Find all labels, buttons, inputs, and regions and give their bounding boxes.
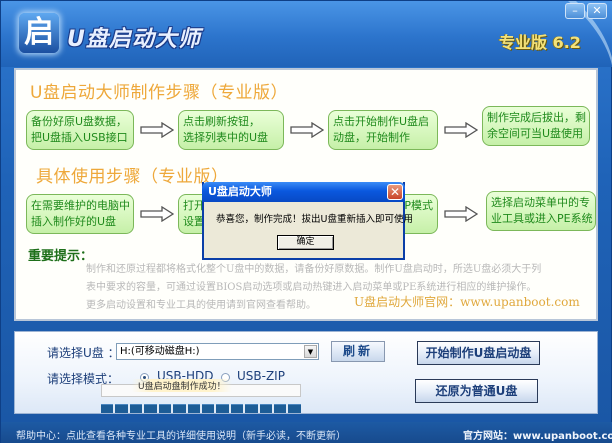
dialog-titlebar[interactable]: U盘启动大师 ✕ [202, 182, 405, 202]
tips-title: 重要提示： [28, 249, 94, 264]
footer-bar: 帮助中心：点此查看各种专业工具的详细使用说明（新手必读，不断更新） 官方网站：w… [1, 422, 612, 443]
use-step-1: 在需要维护的电脑中 插入制作好的U盘 [26, 194, 134, 234]
make-step-3: 点击开始制作U盘启 动盘，开始制作 [328, 110, 438, 150]
drive-select[interactable]: H:(可移动磁盘H:) ▼ [116, 343, 319, 360]
use-step-4: 选择启动菜单中的专 业工具或进入PE系统 [486, 191, 596, 231]
control-panel: 请选择U盘 ： H:(可移动磁盘H:) ▼ 刷新 请选择模式： USB-HDD … [14, 331, 598, 414]
tips-line: 表中要求的容量，可通过设置BIOS启动选项或启动热键进入启动菜单或PE系统进行相… [86, 282, 537, 293]
refresh-button[interactable]: 刷新 [331, 341, 385, 362]
make-step-1: 备份好原U盘数据， 把U盘插入USB接口 [26, 110, 134, 150]
arrow-right-icon [444, 122, 478, 138]
arrow-right-icon [140, 122, 174, 138]
close-button[interactable]: ✕ [587, 3, 607, 19]
dialog-title: U盘启动大师 [208, 185, 272, 198]
make-step-2: 点击刷新按钮， 选择列表中的U盘 [178, 110, 284, 150]
header-banner: 启 U盘启动大师 专业版 6.2 – ✕ [1, 1, 612, 67]
mode-label: 请选择模式： [47, 372, 120, 386]
progress-bar [101, 404, 301, 413]
official-site-footer-link[interactable]: 官方网站：www.upanboot.com [463, 431, 612, 442]
app-logo-icon: 启 [19, 13, 59, 53]
start-make-button[interactable]: 开始制作U盘启动盘 [417, 341, 540, 365]
restore-button[interactable]: 还原为普通U盘 [415, 379, 538, 403]
arrow-right-icon [140, 206, 174, 222]
ok-button[interactable]: 确定 [277, 235, 334, 250]
app-title: U盘启动大师 [67, 27, 201, 52]
status-box: U盘启动盘制作成功！ [101, 379, 301, 397]
instructions-panel: U盘启动大师制作步骤（专业版） 备份好原U盘数据， 把U盘插入USB接口 点击刷… [14, 68, 598, 321]
status-text: U盘启动盘制作成功！ [132, 379, 232, 392]
make-step-4: 制作完成后拔出，剩 余空间可当U盘使用 [482, 106, 590, 146]
make-steps-title: U盘启动大师制作步骤（专业版） [30, 83, 288, 103]
tips-line: 更多启动设置和专业工具的使用请到官网查看帮助。 [86, 300, 316, 311]
dialog-close-icon[interactable]: ✕ [387, 184, 403, 200]
minimize-button[interactable]: – [565, 3, 585, 19]
tips-line: 制作和还原过程都将格式化整个U盘中的数据，请备份好原数据。制作U盘启动时，所选U… [86, 264, 542, 275]
success-dialog: U盘启动大师 ✕ 恭喜您，制作完成！拔出U盘重新插入即可使用 确定 [202, 182, 413, 260]
dialog-message: 恭喜您，制作完成！拔出U盘重新插入即可使用 [216, 214, 413, 225]
radio-usb-zip-label[interactable]: USB-ZIP [237, 369, 285, 383]
drive-label: 请选择U盘 ： [47, 346, 120, 360]
official-site-link[interactable]: U盘启动大师官网：www.upanboot.com [354, 295, 580, 309]
drive-select-value: H:(可移动磁盘H:) [120, 346, 200, 357]
use-steps-title: 具体使用步骤（专业版） [36, 167, 229, 187]
arrow-right-icon [444, 206, 478, 222]
version-label: 专业版 6.2 [499, 33, 581, 52]
help-center-link[interactable]: 帮助中心：点此查看各种专业工具的详细使用说明（新手必读，不断更新） [16, 431, 346, 442]
chevron-down-icon[interactable]: ▼ [304, 345, 317, 358]
arrow-right-icon [290, 122, 324, 138]
